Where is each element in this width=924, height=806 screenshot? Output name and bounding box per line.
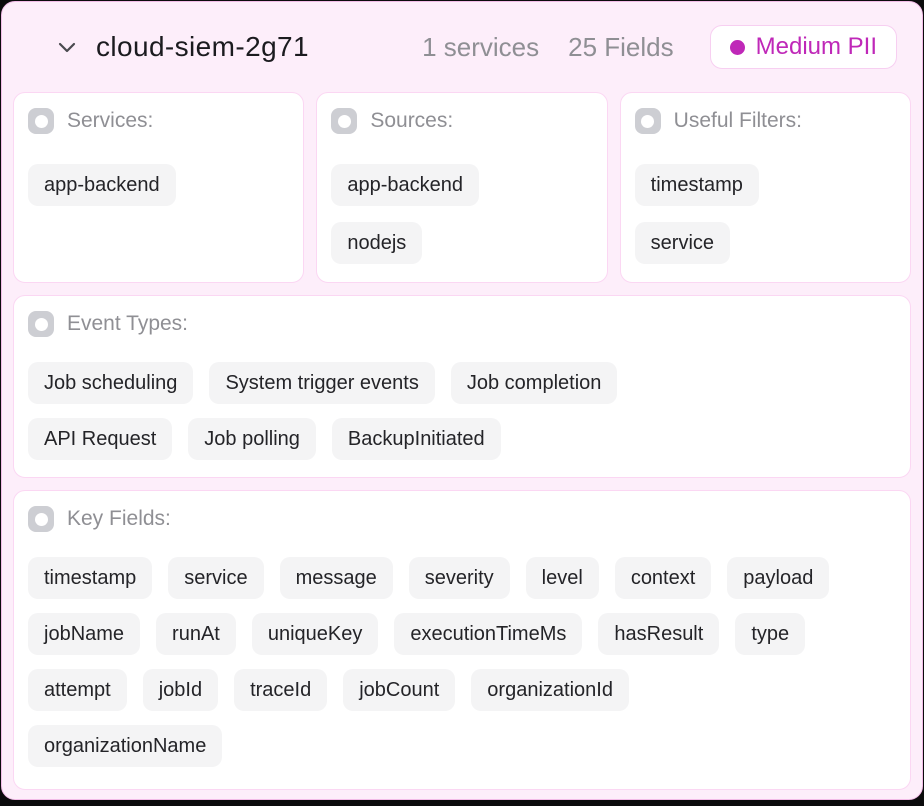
tag-row: attempt jobId traceId jobCount organizat… <box>28 669 896 711</box>
panel-useful-filters-head: Useful Filters: <box>634 108 896 134</box>
panel-key-fields-head: Key Fields: <box>28 506 896 532</box>
services-checkbox[interactable] <box>28 108 54 134</box>
tag[interactable]: executionTimeMs <box>394 613 583 655</box>
tag[interactable]: service <box>168 557 264 599</box>
event-types-checkbox[interactable] <box>28 311 54 337</box>
tag[interactable]: hasResult <box>598 613 720 655</box>
services-count: 1 services <box>422 31 540 62</box>
tag[interactable]: organizationId <box>471 669 629 711</box>
useful-filters-checkbox[interactable] <box>634 108 661 134</box>
pii-badge: Medium PII <box>709 25 897 69</box>
key-fields-checkbox[interactable] <box>28 506 54 532</box>
tag-row: timestamp service message severity level… <box>28 557 896 599</box>
tag[interactable]: level <box>525 557 599 599</box>
panel-sources-label: Sources: <box>370 109 454 132</box>
event-types-tags: Job scheduling System trigger events Job… <box>28 362 896 460</box>
tag[interactable]: traceId <box>234 669 328 711</box>
sources-tags: app-backend nodejs <box>331 164 592 264</box>
tag[interactable]: Job scheduling <box>28 362 194 404</box>
tag[interactable]: service <box>634 222 731 264</box>
fields-count: 25 Fields <box>568 31 674 62</box>
panel-services-head: Services: <box>28 108 289 134</box>
card-header: cloud-siem-2g71 1 services 25 Fields Med… <box>13 2 911 92</box>
tag[interactable]: organizationName <box>28 725 223 767</box>
tag[interactable]: BackupInitiated <box>331 418 501 460</box>
tag[interactable]: app-backend <box>331 164 479 206</box>
tag-row: jobName runAt uniqueKey executionTimeMs … <box>28 613 896 655</box>
panel-key-fields: Key Fields: timestamp service message se… <box>13 490 911 790</box>
panel-event-types-head: Event Types: <box>28 311 896 337</box>
tag[interactable]: jobId <box>142 669 219 711</box>
tag[interactable]: uniqueKey <box>251 613 379 655</box>
tag[interactable]: severity <box>408 557 510 599</box>
tag[interactable]: jobCount <box>343 669 456 711</box>
panels-row: Services: app-backend Sources: app-backe… <box>13 92 911 283</box>
tag[interactable]: Job polling <box>188 418 316 460</box>
tag-row: Job scheduling System trigger events Job… <box>28 362 896 404</box>
panel-services: Services: app-backend <box>13 92 305 283</box>
panel-services-label: Services: <box>67 109 154 132</box>
tag[interactable]: System trigger events <box>209 362 435 404</box>
pii-dot-icon <box>729 39 745 55</box>
chevron-down-icon[interactable] <box>56 36 78 58</box>
panel-event-types: Event Types: Job scheduling System trigg… <box>13 295 911 478</box>
tag[interactable]: type <box>735 613 806 655</box>
tag[interactable]: app-backend <box>28 164 176 206</box>
panel-sources-head: Sources: <box>331 108 592 134</box>
tag-row: organizationName <box>28 725 896 767</box>
panel-useful-filters: Useful Filters: timestamp service <box>619 92 911 283</box>
services-tags: app-backend <box>28 164 289 206</box>
page-title: cloud-siem-2g71 <box>96 31 309 62</box>
tag[interactable]: context <box>614 557 712 599</box>
header-stats: 1 services 25 Fields <box>422 32 674 63</box>
tag[interactable]: timestamp <box>28 557 153 599</box>
useful-filters-tags: timestamp service <box>634 164 896 264</box>
panel-useful-filters-label: Useful Filters: <box>673 109 803 132</box>
tag[interactable]: runAt <box>156 613 236 655</box>
tag[interactable]: nodejs <box>331 222 423 264</box>
tag[interactable]: message <box>279 557 393 599</box>
tag[interactable]: attempt <box>28 669 127 711</box>
tag[interactable]: payload <box>727 557 830 599</box>
sources-checkbox[interactable] <box>331 108 358 134</box>
panel-key-fields-label: Key Fields: <box>67 507 171 530</box>
tag[interactable]: API Request <box>28 418 173 460</box>
key-fields-tags: timestamp service message severity level… <box>28 557 896 767</box>
tag[interactable]: Job completion <box>450 362 618 404</box>
panel-event-types-label: Event Types: <box>67 312 189 335</box>
panel-sources: Sources: app-backend nodejs <box>316 92 608 283</box>
tag-row: API Request Job polling BackupInitiated <box>28 418 896 460</box>
pii-badge-label: Medium PII <box>755 33 877 60</box>
tag[interactable]: timestamp <box>634 164 759 206</box>
tag[interactable]: jobName <box>28 613 141 655</box>
